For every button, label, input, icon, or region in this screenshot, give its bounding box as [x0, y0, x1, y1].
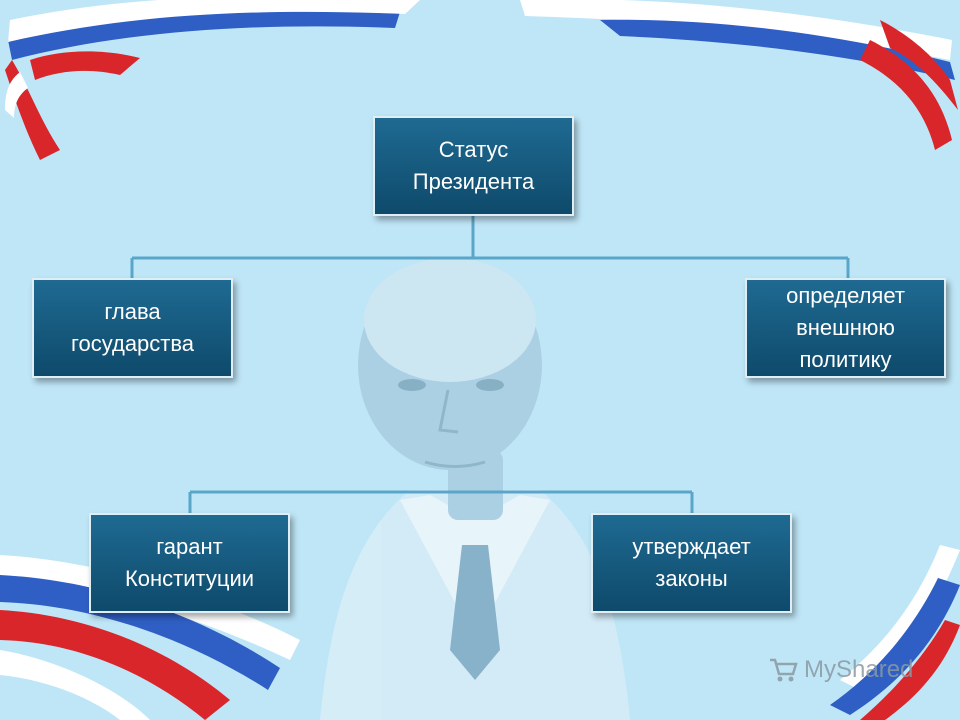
watermark: MyShared [768, 656, 913, 684]
watermark-text: MyShared [804, 656, 914, 683]
connector-lines [130, 216, 850, 513]
node-constitution-guarantor: гарант Конституции [89, 513, 290, 613]
node-head-of-state: глава государства [32, 278, 233, 378]
flag-ribbon-bottom-right [830, 545, 960, 720]
node-approves-laws: утверждает законы [591, 513, 792, 613]
node-foreign-policy: определяет внешнюю политику [745, 278, 946, 378]
root-node-president-status: Статус Президента [373, 116, 574, 216]
flag-ribbon-top-right [520, 0, 958, 150]
cart-icon [770, 658, 798, 682]
portrait-image [320, 258, 630, 720]
flag-ribbon-bottom-left [0, 555, 300, 720]
flag-ribbon-top-left [5, 0, 420, 160]
